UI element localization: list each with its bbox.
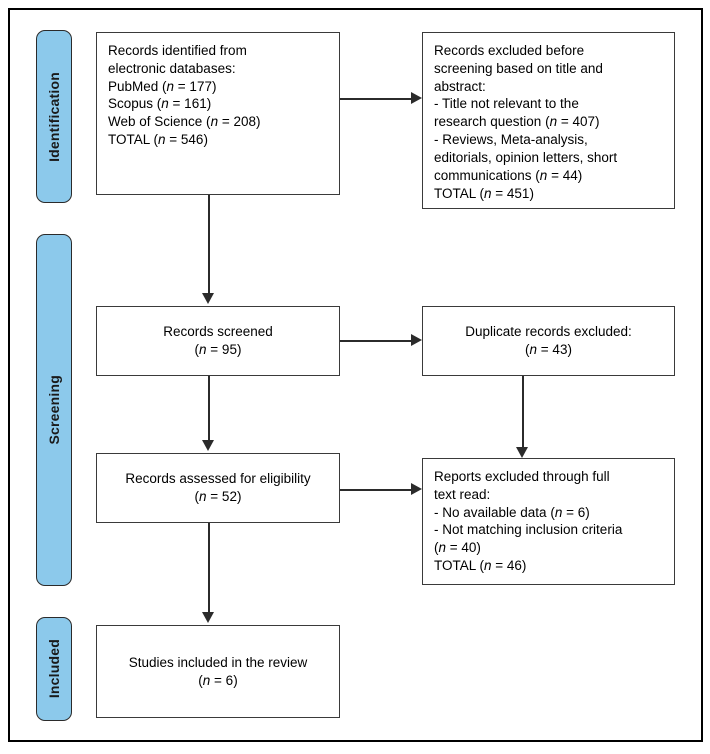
- box-duplicate-records-excluded: Duplicate records excluded: (n = 43): [422, 306, 675, 376]
- phase-bar-included: Included: [36, 617, 72, 721]
- box-records-screened-text: Records screened (n = 95): [163, 324, 273, 357]
- connector-assessed-to-included: [208, 523, 210, 615]
- phase-bar-identification: Identification: [36, 30, 72, 203]
- box-records-identified-text: Records identified from electronic datab…: [108, 43, 261, 148]
- arrow-screened-to-duplicates: [411, 334, 422, 346]
- box-records-identified: Records identified from electronic datab…: [96, 32, 340, 195]
- box-studies-included-text: Studies included in the review (n = 6): [128, 654, 308, 688]
- connector-assessed-to-reports-excluded: [340, 489, 412, 491]
- phase-label-identification: Identification: [46, 71, 62, 162]
- phase-label-included: Included: [46, 639, 62, 699]
- box-records-excluded-before-screening-text: Records excluded before screening based …: [434, 43, 618, 201]
- box-records-assessed-text: Records assessed for eligibility (n = 52…: [125, 471, 311, 504]
- connector-screened-to-assessed: [208, 376, 210, 443]
- arrow-assessed-to-reports-excluded: [411, 483, 422, 495]
- box-records-screened: Records screened (n = 95): [96, 306, 340, 376]
- box-duplicate-records-excluded-text: Duplicate records excluded: (n = 43): [465, 324, 632, 357]
- diagram-frame: Identification Screening Included Record…: [8, 8, 703, 742]
- box-reports-excluded-text: Reports excluded through full text read:…: [434, 469, 623, 574]
- arrow-identified-to-excluded: [411, 92, 422, 104]
- arrow-duplicates-to-reports-excluded: [516, 447, 528, 458]
- box-reports-excluded: Reports excluded through full text read:…: [422, 458, 675, 585]
- connector-identified-to-screened: [208, 195, 210, 296]
- arrow-assessed-to-included: [202, 612, 214, 623]
- arrow-screened-to-assessed: [202, 440, 214, 451]
- phase-label-screening: Screening: [46, 375, 62, 445]
- phase-bar-screening: Screening: [36, 234, 72, 586]
- box-studies-included: Studies included in the review (n = 6): [96, 625, 340, 718]
- box-records-assessed: Records assessed for eligibility (n = 52…: [96, 453, 340, 523]
- connector-duplicates-to-reports-excluded: [522, 376, 524, 450]
- arrow-identified-to-screened: [202, 293, 214, 304]
- connector-identified-to-excluded: [340, 98, 412, 100]
- connector-screened-to-duplicates: [340, 340, 412, 342]
- box-records-excluded-before-screening: Records excluded before screening based …: [422, 32, 675, 209]
